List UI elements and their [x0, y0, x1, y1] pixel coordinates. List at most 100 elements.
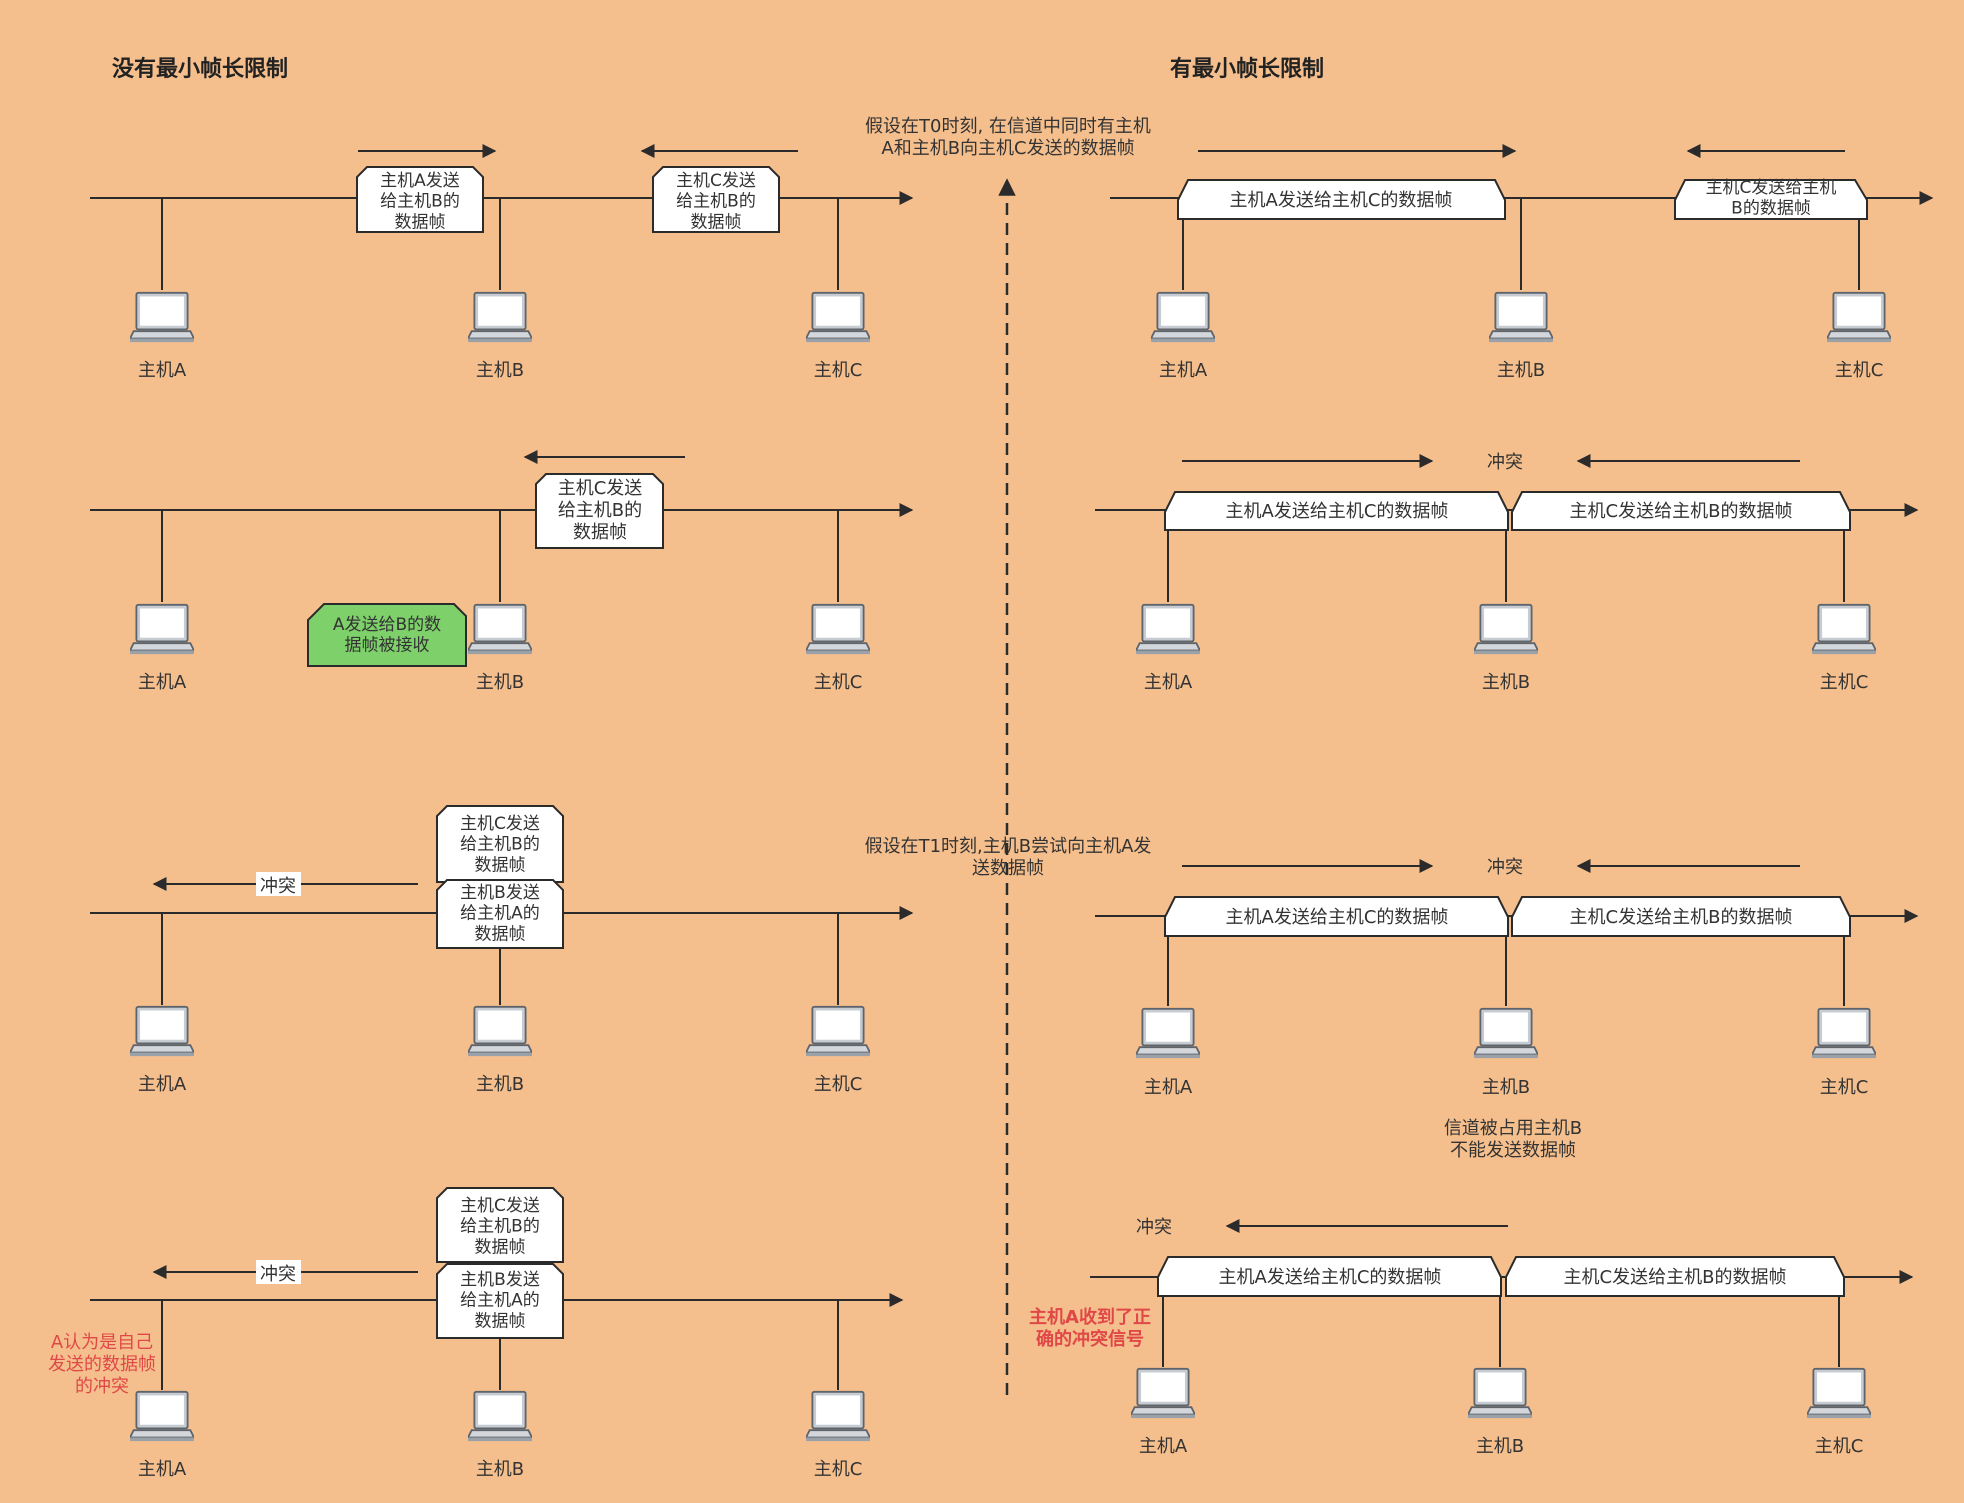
laptop-icon: [130, 1005, 194, 1058]
received-frame-label: A发送给B的数据帧被接收: [333, 615, 441, 656]
laptop-icon: [1827, 291, 1891, 344]
host-b-label: 主机B: [1476, 1436, 1524, 1457]
laptop-icon: [1812, 603, 1876, 656]
host-a-label: 主机A: [1144, 672, 1193, 693]
frame-a-to-c: [1164, 491, 1509, 531]
frame-c-to-b: [1511, 896, 1851, 937]
laptop-icon: [806, 291, 870, 344]
laptop-icon: [468, 603, 532, 656]
host-b-label: 主机B: [476, 360, 524, 381]
host-c-label: 主机C: [1820, 672, 1869, 693]
laptop-icon: [468, 291, 532, 344]
host-a-label: 主机A: [138, 1074, 187, 1095]
left-title: 没有最小帧长限制: [112, 56, 288, 82]
frame-c-to-b: [436, 805, 564, 883]
frame-c-to-b-label: 主机C发送给主机B的数据帧: [1570, 907, 1793, 928]
laptop-icon: [130, 1390, 194, 1443]
left-scenario-1: 主机A 主机B 主机C 主机A发送给主机B的数据帧 主机C发送给主机B的数据帧: [90, 144, 914, 381]
frame-c-to-b: [436, 1187, 564, 1263]
right-title: 有最小帧长限制: [1170, 56, 1324, 82]
collision-label-bg: [256, 1260, 301, 1284]
collision-label: 冲突: [1136, 1217, 1172, 1238]
right-scenario-3: 主机A 主机B 主机C 冲突 主机A发送给主机C的数据帧 主机C发送给主机B的数…: [1095, 857, 1919, 1161]
received-frame-badge: [307, 603, 467, 667]
laptop-icon: [1812, 1007, 1876, 1060]
laptop-icon: [1131, 1367, 1195, 1420]
collision-label: 冲突: [260, 876, 296, 897]
laptop-icon: [130, 291, 194, 344]
laptop-icon: [1474, 603, 1538, 656]
host-a-label: 主机A: [1139, 1436, 1188, 1457]
frame-a-to-c-label: 主机A发送给主机C的数据帧: [1226, 907, 1449, 928]
host-c-label: 主机C: [814, 672, 863, 693]
host-a-label: 主机A: [1144, 1077, 1193, 1098]
host-c-label: 主机C: [814, 360, 863, 381]
laptop-icon: [130, 603, 194, 656]
host-c-label: 主机C: [814, 1459, 863, 1480]
laptop-icon: [806, 1390, 870, 1443]
host-a-label: 主机A: [138, 1459, 187, 1480]
collision-label: 冲突: [1487, 452, 1523, 473]
host-c-label: 主机C: [814, 1074, 863, 1095]
host-a-label: 主机A: [1159, 360, 1208, 381]
frame-a-to-c-label: 主机A发送给主机C的数据帧: [1226, 501, 1449, 522]
frame-c-to-b: [1505, 1256, 1845, 1297]
laptop-icon: [468, 1005, 532, 1058]
host-b-label: 主机B: [476, 672, 524, 693]
frame-c-to-b-label: 主机C发送给主机B的数据帧: [1564, 1267, 1787, 1288]
laptop-icon: [1136, 1007, 1200, 1060]
host-b-label: 主机B: [476, 1074, 524, 1095]
host-c-label: 主机C: [1820, 1077, 1869, 1098]
frame-b-to-a: [436, 879, 564, 949]
laptop-icon: [468, 1390, 532, 1443]
laptop-icon: [806, 603, 870, 656]
frame-a-to-c-label: 主机A发送给主机C的数据帧: [1219, 1267, 1442, 1288]
frame-c-to-b-label: 主机C发送给主机B的数据帧: [460, 814, 540, 875]
frame-a-to-c-label: 主机A发送给主机C的数据帧: [1230, 190, 1453, 211]
host-c-label: 主机C: [1835, 360, 1884, 381]
right-scenario-4: 主机A 主机B 主机C 冲突 主机A发送给主机C的数据帧 主机C发送给主机B的数…: [1029, 1217, 1914, 1457]
collision-label-bg: [256, 872, 301, 896]
host-b-label: 主机B: [1482, 672, 1530, 693]
collision-label: 冲突: [260, 1264, 296, 1285]
left-scenario-3: 主机A 主机B 主机C 冲突 主机C发送给主机B的数据帧 主机B发送给主机A的数…: [90, 805, 914, 1095]
frame-a-to-c: [1157, 1256, 1502, 1297]
frame-a-to-c: [1164, 896, 1509, 937]
host-b-label: 主机B: [476, 1459, 524, 1480]
frame-c-to-b-label: 主机C发送给主机B的数据帧: [676, 171, 756, 232]
a-misread-note: A认为是自己发送的数据帧的冲突: [48, 1332, 156, 1397]
host-b-label: 主机B: [1497, 360, 1545, 381]
host-a-label: 主机A: [138, 672, 187, 693]
left-scenario-4: 主机A 主机B 主机C 冲突 主机C发送给主机B的数据帧 主机B发送给主机A的数…: [48, 1187, 904, 1480]
laptop-icon: [806, 1005, 870, 1058]
frame-a-to-b: [356, 166, 484, 233]
host-b-label: 主机B: [1482, 1077, 1530, 1098]
frame-c-to-b: [1674, 179, 1868, 220]
laptop-icon: [1489, 291, 1553, 344]
frame-c-to-b: [1511, 491, 1851, 531]
frame-c-to-b-label: 主机C发送给主机B的数据帧: [558, 478, 643, 543]
frame-c-to-b-label: 主机C发送给主机B的数据帧: [1570, 501, 1793, 522]
left-scenario-2: 主机A 主机B 主机C 主机C发送给主机B的数据帧 A发送给B的数据帧被接收: [90, 450, 914, 693]
collision-label: 冲突: [1487, 857, 1523, 878]
host-c-label: 主机C: [1815, 1436, 1864, 1457]
host-a-label: 主机A: [138, 360, 187, 381]
frame-b-to-a-label: 主机B发送给主机A的数据帧: [460, 883, 540, 944]
frame-a-to-b-label: 主机A发送给主机B的数据帧: [380, 171, 460, 232]
laptop-icon: [1468, 1367, 1532, 1420]
frame-c-to-b-label: 主机C发送给主机B的数据帧: [460, 1196, 540, 1257]
frame-b-to-a: [436, 1263, 564, 1339]
laptop-icon: [1136, 603, 1200, 656]
frame-c-to-b: [535, 473, 664, 549]
frame-c-to-b: [652, 166, 780, 233]
note-t1: 假设在T1时刻,主机B尝试向主机A发送数据帧: [865, 836, 1152, 879]
frame-a-to-c: [1177, 179, 1506, 220]
laptop-icon: [1807, 1367, 1871, 1420]
a-correct-signal-note: 主机A收到了正确的冲突信号: [1029, 1306, 1151, 1350]
right-scenario-2: 主机A 主机B 主机C 冲突 主机A发送给主机C的数据帧 主机C发送给主机B的数…: [1095, 452, 1919, 693]
